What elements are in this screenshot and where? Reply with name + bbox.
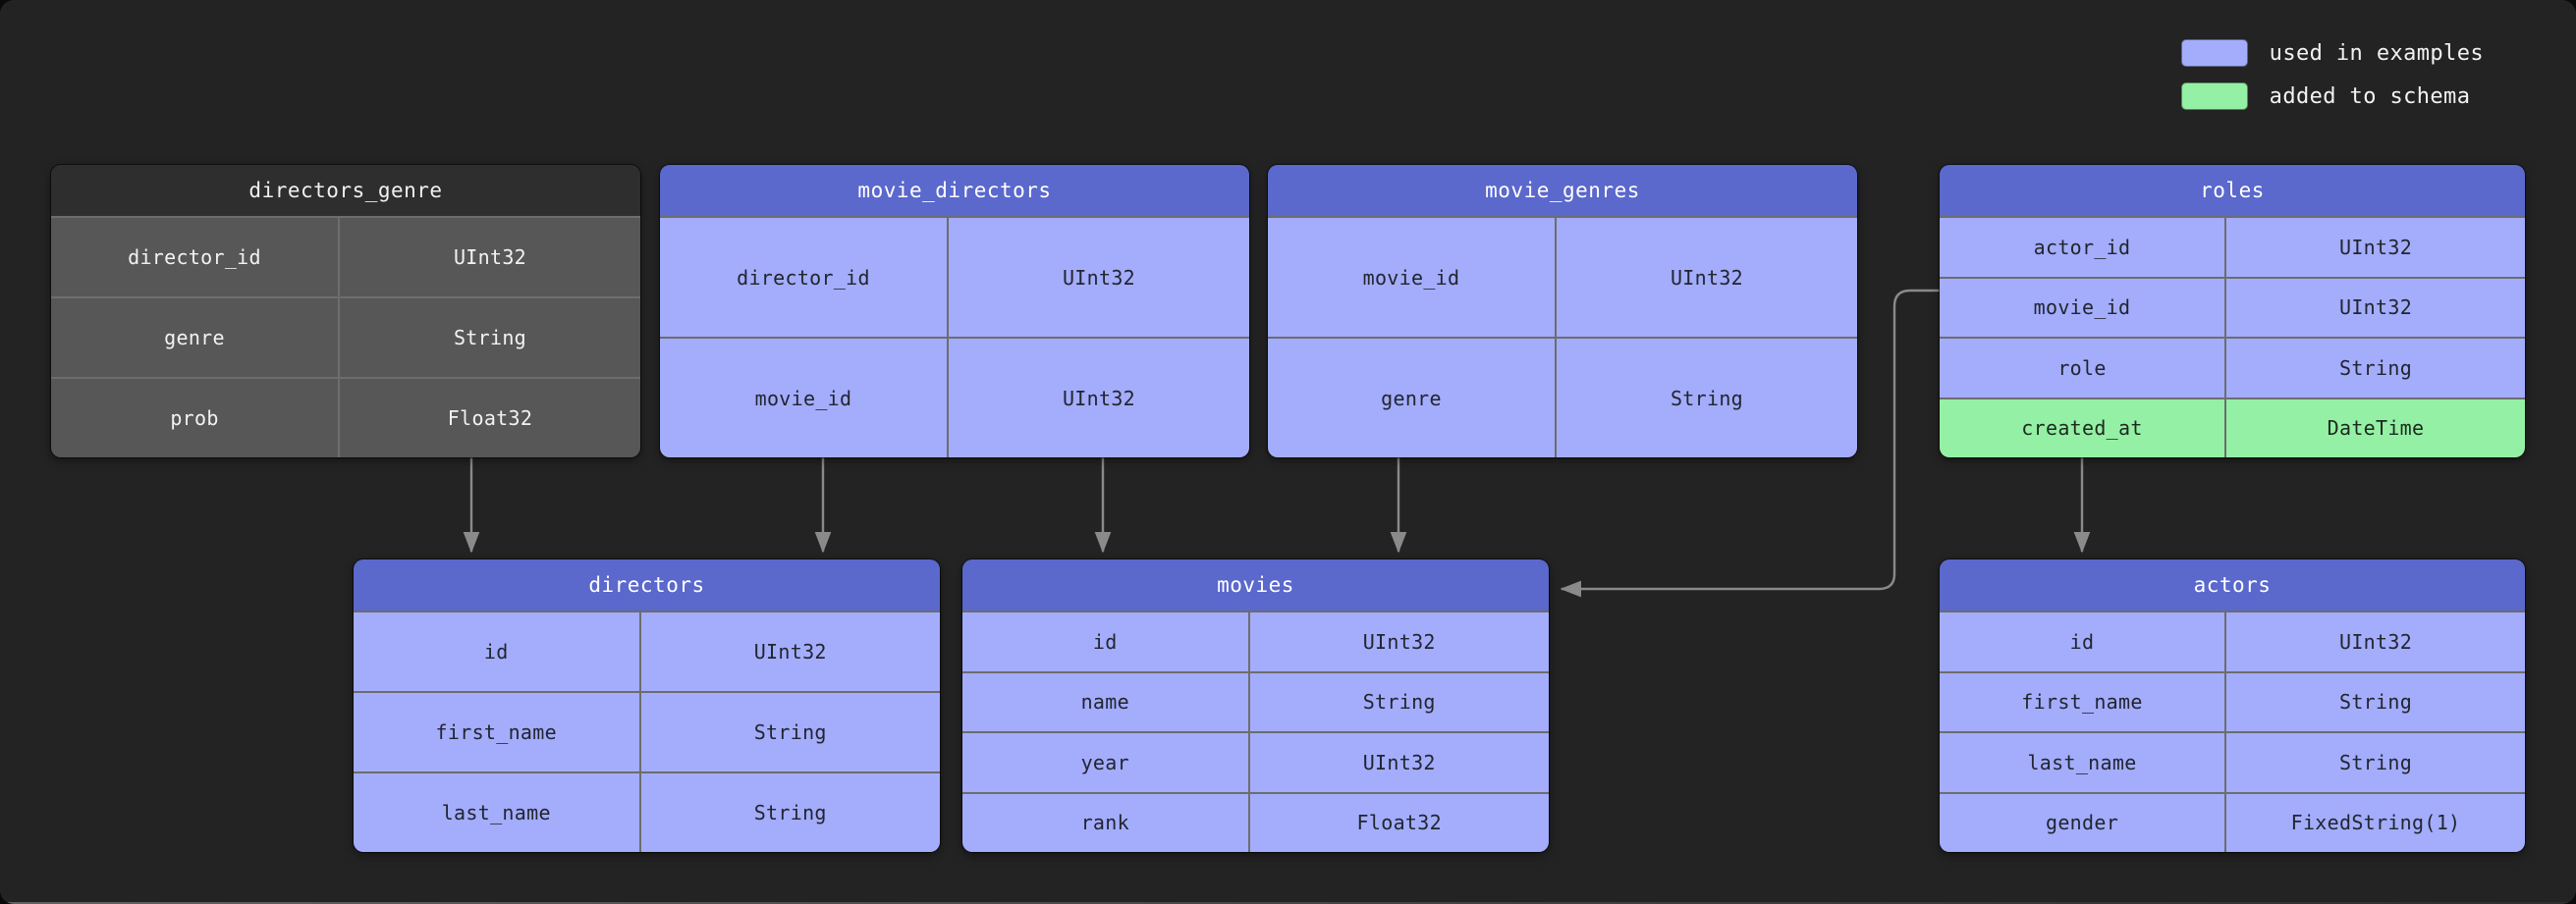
table-row[interactable]: first_name String (354, 691, 940, 771)
table-row[interactable]: rank Float32 (962, 791, 1549, 852)
column-name-actors-id: id (1940, 612, 2227, 671)
table-row[interactable]: created_at DateTime (1940, 397, 2525, 457)
legend-item-added-to-schema: added to schema (2180, 82, 2471, 110)
table-row[interactable]: first_name String (1940, 670, 2525, 731)
column-type-roles-role: String (2338, 355, 2413, 380)
column-type-movie_genres-genre: String (1670, 386, 1744, 410)
table-row[interactable]: director_id UInt32 (51, 216, 640, 296)
column-name-directors_genre-director_id: director_id (51, 218, 340, 296)
table-row[interactable]: genre String (51, 296, 640, 377)
column-type-roles-movie_id: UInt32 (2338, 295, 2413, 320)
column-name-movie_genres-genre: genre (1268, 339, 1557, 457)
table-row[interactable]: actor_id UInt32 (1940, 216, 2525, 277)
column-name-movie_directors-movie_id: movie_id (660, 339, 949, 457)
blue-swatch-icon (2180, 39, 2248, 67)
legend: used in examples added to schema (2180, 39, 2484, 110)
green-swatch-icon (2180, 82, 2248, 110)
column-name-movies-id: id (962, 612, 1250, 671)
table-title-movie_genres: movie_genres (1268, 165, 1857, 216)
table-row[interactable]: director_id UInt32 (660, 216, 1249, 337)
column-type-actors-id: UInt32 (2338, 629, 2413, 654)
column-type-movie_genres-movie_id: UInt32 (1670, 265, 1744, 290)
column-name-roles-created_at: created_at (1940, 399, 2227, 457)
table-row[interactable]: id UInt32 (354, 611, 940, 691)
column-name-directors-last_name: last_name (354, 773, 641, 852)
column-type-directors-id: UInt32 (753, 640, 827, 664)
column-type-actors-first_name: String (2338, 690, 2413, 715)
column-name-directors-id: id (354, 612, 641, 691)
column-name-roles-role: role (1940, 339, 2227, 398)
column-type-movie_directors-movie_id: UInt32 (1062, 386, 1136, 410)
table-row[interactable]: gender FixedString(1) (1940, 791, 2525, 852)
table-row[interactable]: id UInt32 (962, 611, 1549, 671)
column-name-actors-first_name: first_name (1940, 672, 2227, 731)
table-row[interactable]: prob Float32 (51, 377, 640, 457)
column-type-directors-first_name: String (753, 720, 827, 744)
column-name-directors_genre-prob: prob (51, 379, 340, 457)
table-row[interactable]: name String (962, 670, 1549, 731)
column-name-actors-gender: gender (1940, 793, 2227, 852)
column-type-roles-created_at: DateTime (2327, 416, 2425, 441)
table-row[interactable]: movie_id UInt32 (1940, 276, 2525, 337)
table-title-roles: roles (1940, 165, 2525, 216)
table-row[interactable]: last_name String (354, 771, 940, 852)
column-name-movies-rank: rank (962, 793, 1250, 852)
column-name-movie_directors-director_id: director_id (660, 218, 949, 337)
column-name-roles-movie_id: movie_id (1940, 278, 2227, 337)
table-row[interactable]: genre String (1268, 337, 1857, 457)
column-type-movies-id: UInt32 (1362, 629, 1436, 654)
legend-label-used-in-examples: used in examples (2269, 40, 2484, 66)
column-type-movies-year: UInt32 (1362, 750, 1436, 774)
column-name-roles-actor_id: actor_id (1940, 218, 2227, 277)
column-type-movie_directors-director_id: UInt32 (1062, 265, 1136, 290)
table-row[interactable]: role String (1940, 337, 2525, 398)
column-name-actors-last_name: last_name (1940, 733, 2227, 792)
column-name-movies-name: name (962, 672, 1250, 731)
table-row[interactable]: movie_id UInt32 (660, 337, 1249, 457)
column-type-directors_genre-prob: Float32 (447, 406, 533, 430)
column-type-directors-last_name: String (753, 801, 827, 824)
column-name-movie_genres-movie_id: movie_id (1268, 218, 1557, 337)
table-title-movie_directors: movie_directors (660, 165, 1249, 216)
column-name-directors-first_name: first_name (354, 693, 641, 771)
column-name-directors_genre-genre: genre (51, 298, 340, 377)
legend-label-added-to-schema: added to schema (2269, 83, 2471, 109)
legend-item-used-in-examples: used in examples (2180, 39, 2484, 67)
column-name-movies-year: year (962, 733, 1250, 792)
column-type-actors-gender: FixedString(1) (2290, 811, 2461, 835)
column-type-directors_genre-director_id: UInt32 (453, 245, 527, 269)
column-type-movies-name: String (1362, 690, 1436, 715)
table-title-directors: directors (354, 559, 940, 611)
column-type-roles-actor_id: UInt32 (2338, 235, 2413, 259)
table-title-directors_genre: directors_genre (51, 165, 640, 216)
table-title-movies: movies (962, 559, 1549, 611)
table-title-actors: actors (1940, 559, 2525, 611)
table-row[interactable]: movie_id UInt32 (1268, 216, 1857, 337)
column-type-movies-rank: Float32 (1356, 811, 1442, 835)
column-type-directors_genre-genre: String (453, 326, 527, 349)
table-row[interactable]: year UInt32 (962, 731, 1549, 792)
table-row[interactable]: last_name String (1940, 731, 2525, 792)
column-type-actors-last_name: String (2338, 750, 2413, 774)
table-row[interactable]: id UInt32 (1940, 611, 2525, 671)
